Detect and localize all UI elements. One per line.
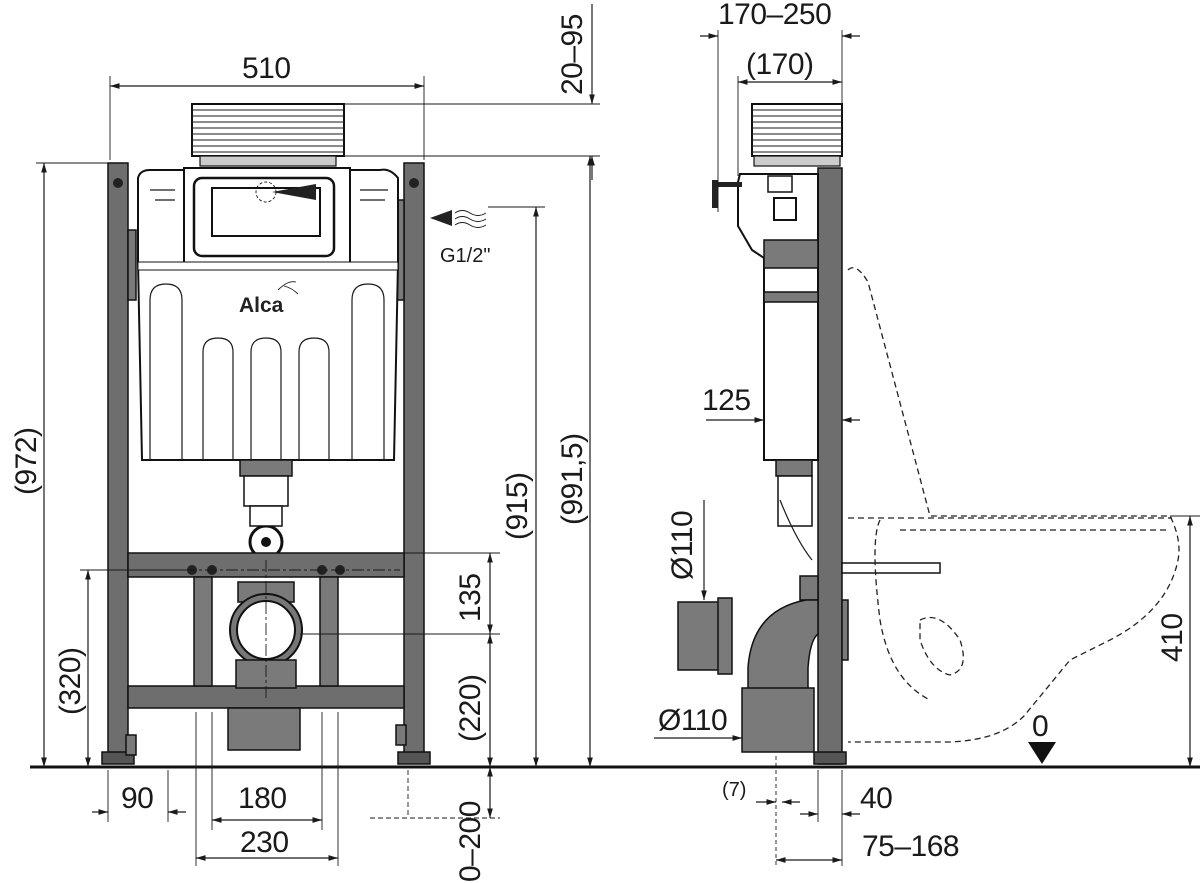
left-post: [107, 162, 129, 762]
dim-zero: 0: [1032, 710, 1048, 743]
dim-991-5: (991,5): [556, 433, 589, 525]
dim-20-95: 20–95: [556, 14, 589, 95]
side-post: [817, 167, 843, 765]
toilet-outline: [847, 267, 1180, 743]
dim-410: 410: [1156, 613, 1189, 662]
dim-230: 230: [240, 826, 289, 859]
dim-170: (170): [746, 48, 814, 81]
dim-320: (320): [54, 647, 87, 715]
flush-grille: [191, 103, 345, 157]
dim-75-168: 75–168: [862, 830, 959, 863]
brand-logo: Alca: [239, 294, 284, 317]
dim-510: 510: [242, 52, 291, 85]
right-post: [403, 162, 425, 762]
inlet-label: G1/2": [440, 245, 490, 267]
dim-d110-bottom: Ø110: [658, 704, 727, 737]
side-view: 170–250 (170) 125 Ø110 Ø110 410 0 (7) 40: [654, 0, 1200, 866]
dim-915: (915): [501, 472, 534, 540]
dim-40: 40: [860, 782, 892, 815]
waste-elbow: [747, 599, 819, 691]
dim-972: (972): [10, 427, 43, 495]
dim-0-200: 0–200: [454, 801, 487, 882]
dim-220: (220): [454, 674, 487, 742]
dim-d110-top: Ø110: [666, 511, 699, 580]
dim-180: 180: [238, 782, 287, 815]
front-view: Alca G1/2" 510: [10, 4, 600, 882]
dim-170-250: 170–250: [718, 0, 831, 31]
dim-7: (7): [722, 779, 746, 801]
dim-135: 135: [454, 573, 487, 622]
dim-125: 125: [702, 384, 751, 417]
dim-90: 90: [121, 782, 153, 815]
